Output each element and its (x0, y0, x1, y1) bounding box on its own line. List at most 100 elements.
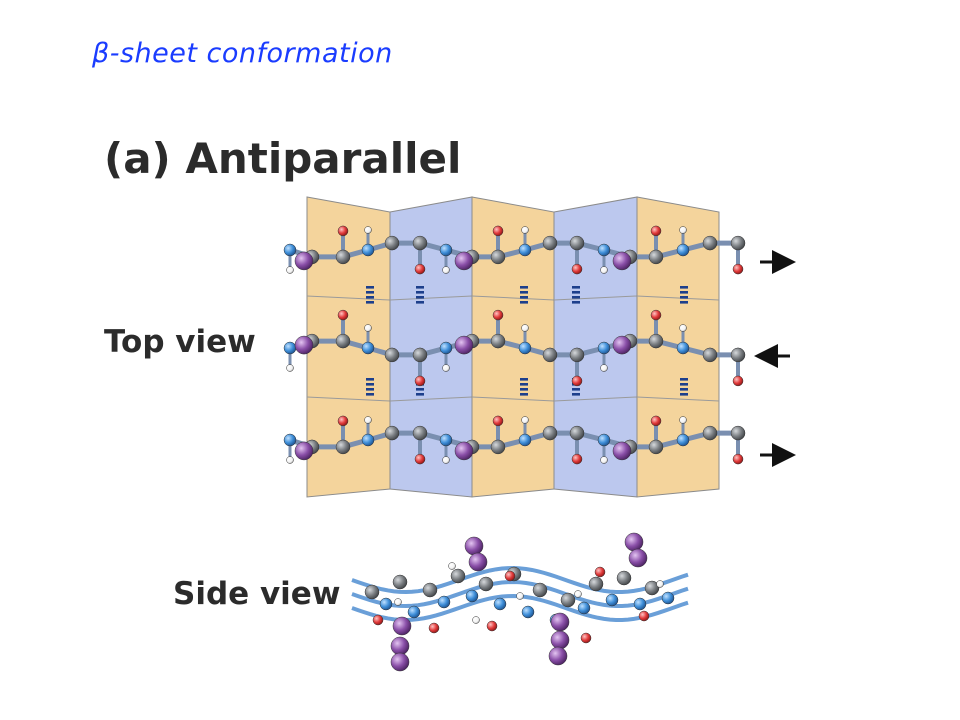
nitrogen-atom (361, 243, 375, 257)
r-group-atom (454, 335, 474, 355)
plane-divider (553, 396, 638, 402)
carbon-atom (542, 235, 558, 251)
oxygen-atom (732, 375, 744, 387)
carbon-atom (335, 333, 351, 349)
hydrogen-bond-dash (680, 301, 688, 304)
oxygen-atom (650, 225, 662, 237)
hydrogen-bond-dash (680, 296, 688, 299)
hydrogen-atom (679, 324, 687, 332)
panel-label: (a) Antiparallel (104, 134, 462, 183)
plane-divider (553, 295, 638, 301)
plane-divider (471, 396, 555, 402)
oxygen-atom (486, 620, 498, 632)
hydrogen-bond-dash (416, 286, 424, 289)
plane-divider (636, 295, 720, 301)
hydrogen-bond-dash (366, 393, 374, 396)
hydrogen-bond-dash (572, 301, 580, 304)
hydrogen-atom (600, 266, 608, 274)
carbon-atom (569, 235, 585, 251)
r-group-atom (390, 652, 410, 672)
hydrogen-bond-dash (520, 301, 528, 304)
carbon-atom (648, 439, 664, 455)
nitrogen-atom (661, 591, 675, 605)
oxygen-atom (571, 263, 583, 275)
oxygen-atom (504, 570, 516, 582)
carbon-atom (364, 584, 380, 600)
oxygen-atom (492, 225, 504, 237)
hydrogen-bond-dash (572, 393, 580, 396)
hydrogen-bond-dash (520, 296, 528, 299)
hydrogen-bond-dash (520, 291, 528, 294)
hydrogen-atom (679, 226, 687, 234)
plane-divider (389, 396, 473, 402)
hydrogen-atom (574, 590, 582, 598)
hydrogen-atom (600, 364, 608, 372)
hydrogen-bond-dash (572, 291, 580, 294)
nitrogen-atom (493, 597, 507, 611)
nitrogen-atom (676, 243, 690, 257)
carbon-atom (532, 582, 548, 598)
plane-divider (389, 295, 473, 301)
hydrogen-atom (442, 266, 450, 274)
nitrogen-atom (465, 589, 479, 603)
plane-divider (636, 396, 720, 402)
hydrogen-atom (679, 416, 687, 424)
hydrogen-bond-dash (366, 291, 374, 294)
oxygen-atom (337, 309, 349, 321)
carbon-atom (730, 425, 746, 441)
carbon-atom (384, 347, 400, 363)
hydrogen-atom (364, 416, 372, 424)
hydrogen-atom (364, 226, 372, 234)
r-group-atom (294, 335, 314, 355)
hydrogen-atom (472, 616, 480, 624)
nitrogen-atom (283, 433, 297, 447)
hydrogen-bond-dash (366, 301, 374, 304)
oxygen-atom (337, 225, 349, 237)
nitrogen-atom (407, 605, 421, 619)
nitrogen-atom (361, 433, 375, 447)
nitrogen-atom (518, 243, 532, 257)
r-group-atom (550, 612, 570, 632)
nitrogen-atom (597, 433, 611, 447)
carbon-atom (569, 347, 585, 363)
hydrogen-bond-dash (680, 378, 688, 381)
hydrogen-bond-dash (680, 383, 688, 386)
carbon-atom (422, 582, 438, 598)
carbon-atom (412, 425, 428, 441)
oxygen-atom (414, 263, 426, 275)
side-strand (351, 566, 689, 594)
hydrogen-bond-dash (520, 286, 528, 289)
plane-divider (471, 295, 555, 301)
hydrogen-atom (394, 598, 402, 606)
hydrogen-bond-dash (416, 301, 424, 304)
hydrogen-atom (516, 592, 524, 600)
nitrogen-atom (437, 595, 451, 609)
hydrogen-bond-dash (680, 393, 688, 396)
nitrogen-atom (577, 601, 591, 615)
r-group-atom (294, 251, 314, 271)
carbon-atom (392, 574, 408, 590)
top-view-label: Top view (104, 324, 256, 360)
hydrogen-bond-dash (680, 388, 688, 391)
carbon-atom (384, 235, 400, 251)
carbon-atom (542, 347, 558, 363)
hydrogen-bond-dash (366, 383, 374, 386)
carbon-atom (384, 425, 400, 441)
nitrogen-atom (439, 341, 453, 355)
carbon-atom (490, 439, 506, 455)
oxygen-atom (414, 375, 426, 387)
nitrogen-atom (361, 341, 375, 355)
hydrogen-atom (521, 324, 529, 332)
hydrogen-atom (521, 226, 529, 234)
oxygen-atom (414, 453, 426, 465)
hydrogen-atom (600, 456, 608, 464)
nitrogen-atom (676, 341, 690, 355)
carbon-atom (648, 333, 664, 349)
plane-divider (306, 396, 391, 402)
oxygen-atom (492, 415, 504, 427)
carbon-atom (644, 580, 660, 596)
oxygen-atom (571, 453, 583, 465)
carbon-atom (569, 425, 585, 441)
r-group-atom (624, 532, 644, 552)
hydrogen-bond-dash (680, 286, 688, 289)
